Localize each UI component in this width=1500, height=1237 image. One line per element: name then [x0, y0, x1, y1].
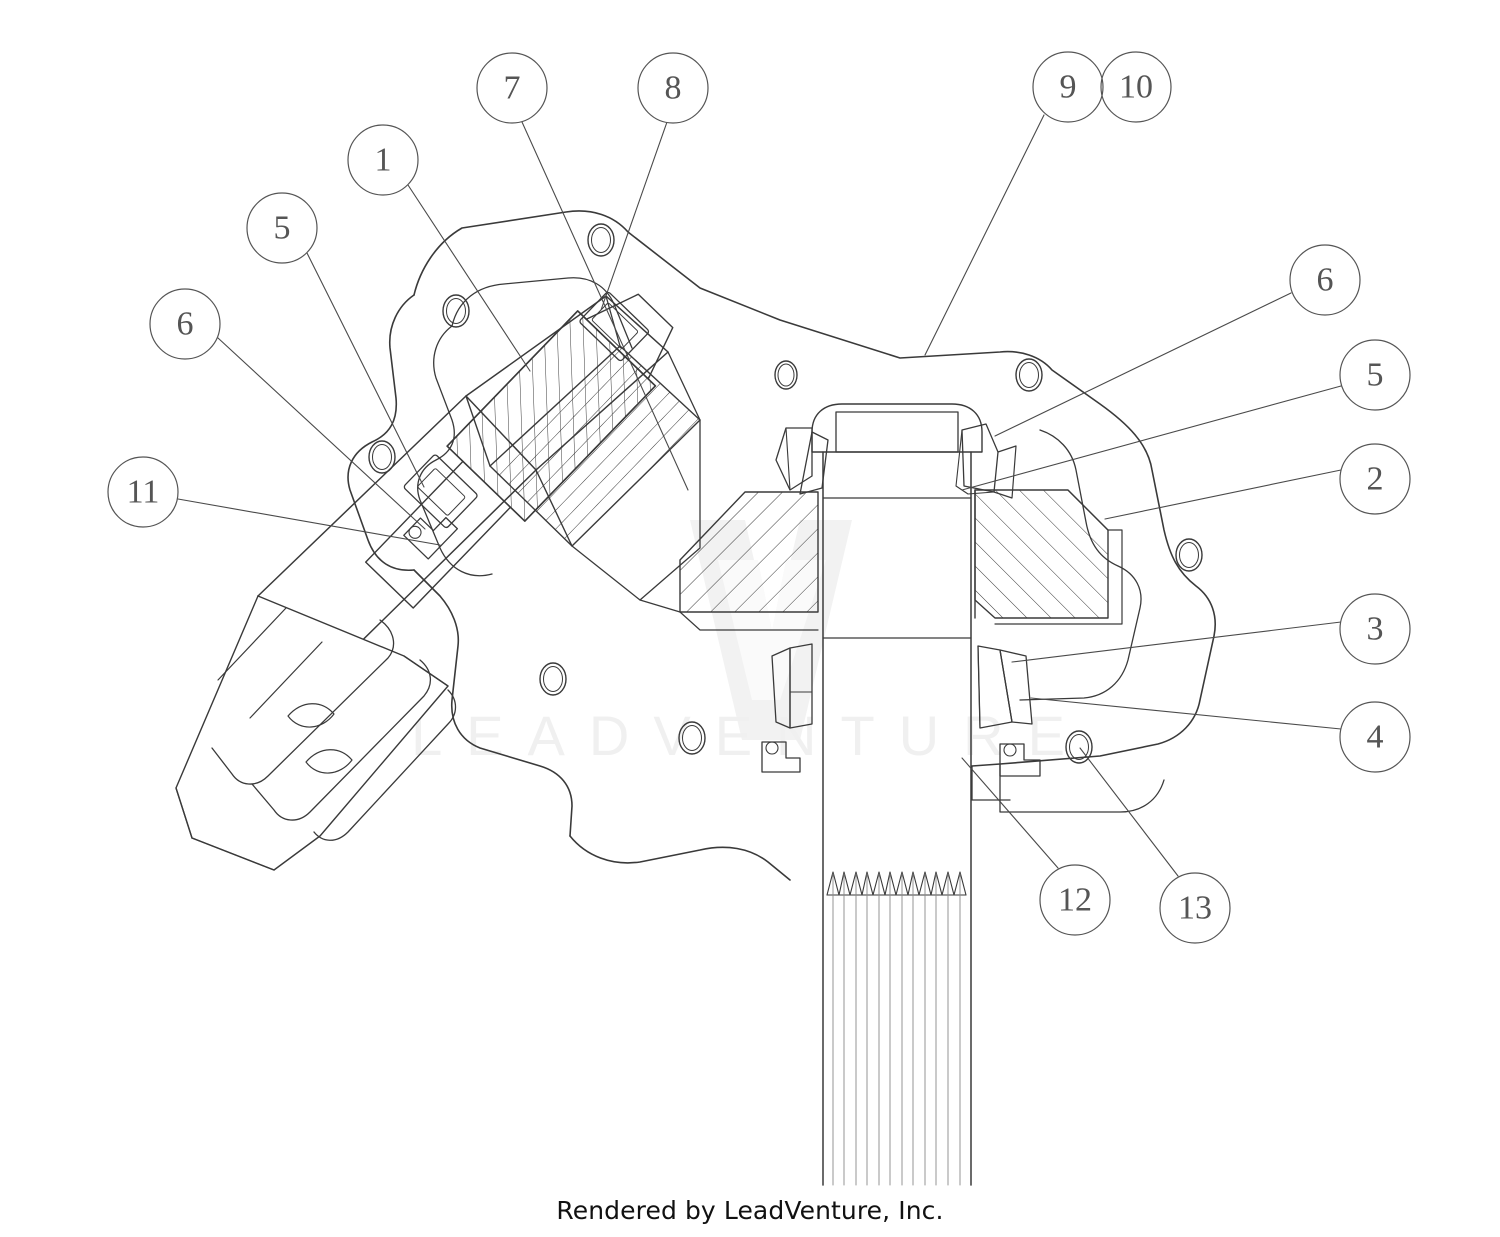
bearing-pinion-upper [579, 291, 650, 362]
bolt-hole [1179, 542, 1199, 568]
callout-10[interactable]: 10 [1100, 51, 1172, 123]
callout-leader-lines [177, 114, 1342, 877]
bolt-hole [446, 298, 466, 324]
leader-6 [217, 337, 426, 530]
callout-2[interactable]: 2 [1339, 443, 1411, 515]
seal-snapring-pinion [403, 516, 459, 560]
callout-label: 9 [1060, 69, 1077, 106]
seal-snapring-lower-left [761, 741, 801, 773]
callout-6-right[interactable]: 6 [1289, 244, 1361, 316]
bearing-lower-right [977, 645, 1033, 729]
bolt-hole [591, 227, 611, 253]
leader-7 [521, 121, 689, 491]
callout-label: 13 [1178, 890, 1212, 927]
housing-bolt-holes [368, 223, 1203, 764]
callout-label: 12 [1058, 882, 1092, 919]
ring-gear-right-section [974, 489, 1123, 625]
leader-11 [177, 498, 441, 546]
callout-12[interactable]: 12 [1039, 864, 1111, 936]
callout-5[interactable]: 5 [246, 192, 318, 264]
output-shaft [811, 403, 983, 1186]
bolt-hole [1069, 734, 1089, 760]
bolt-hole [442, 294, 470, 328]
callout-11[interactable]: 11 [107, 456, 179, 528]
callout-label: 1 [375, 142, 392, 179]
bolt-hole [543, 666, 563, 692]
callout-3[interactable]: 3 [1339, 593, 1411, 665]
render-credit: Rendered by LeadVenture, Inc. [556, 1196, 944, 1225]
leader-13 [1079, 747, 1179, 877]
callout-label: 2 [1367, 461, 1384, 498]
callout-label: 10 [1119, 69, 1153, 106]
callout-9[interactable]: 9 [1032, 51, 1104, 123]
callout-5-right[interactable]: 5 [1339, 339, 1411, 411]
bolt-hole [1019, 362, 1039, 388]
gearcase-housing-outline [347, 210, 1216, 881]
callout-label: 5 [274, 210, 291, 247]
leader-3 [1011, 621, 1342, 663]
leader-5b [961, 385, 1342, 491]
bolt-hole [1015, 358, 1043, 392]
callout-label: 6 [177, 306, 194, 343]
callout-13[interactable]: 13 [1159, 872, 1231, 944]
callout-6[interactable]: 6 [149, 288, 221, 360]
leader-5 [306, 252, 425, 488]
watermark-text: LEADVENTURE [411, 704, 1089, 767]
bearing-upper-right [955, 423, 1017, 499]
bearing-lower-left [771, 643, 813, 729]
bolt-hole [372, 444, 392, 470]
bolt-hole [539, 662, 567, 696]
callout-label: 11 [127, 474, 160, 511]
bolt-hole [678, 721, 706, 755]
callout-label: 7 [504, 70, 521, 107]
ring-gear-left-section [679, 491, 819, 631]
leader-8 [600, 121, 668, 311]
callout-label: 6 [1317, 262, 1334, 299]
bolt-hole [1175, 538, 1203, 572]
bearing-upper-left [775, 427, 829, 495]
leader-1 [407, 184, 531, 372]
bolt-hole [682, 725, 702, 751]
seal-snapring-lower-right [999, 743, 1041, 777]
leader-2 [1104, 469, 1342, 520]
shaft-spline-teeth [826, 871, 967, 1186]
pinion-gear-block [465, 295, 701, 613]
leader-12 [961, 757, 1059, 869]
callout-label: 4 [1367, 719, 1384, 756]
leader-6b [994, 292, 1292, 437]
bolt-hole [368, 440, 396, 474]
callout-bubbles[interactable]: 1 2 3 4 5 [107, 51, 1411, 944]
callout-label: 3 [1367, 611, 1384, 648]
input-shaft-splined-end [175, 595, 457, 871]
bolt-hole [774, 360, 798, 390]
callout-label: 5 [1367, 357, 1384, 394]
bolt-hole [587, 223, 615, 257]
bearing-pinion-lower [403, 454, 478, 529]
callout-7[interactable]: 7 [476, 52, 548, 124]
leader-9 [924, 114, 1045, 356]
callout-8[interactable]: 8 [637, 52, 709, 124]
callout-label: 8 [665, 70, 682, 107]
bolt-hole [777, 363, 795, 387]
callout-1[interactable]: 1 [347, 124, 419, 196]
bolt-hole [1065, 730, 1093, 764]
leader-4 [1030, 697, 1342, 730]
callout-4[interactable]: 4 [1339, 701, 1411, 773]
